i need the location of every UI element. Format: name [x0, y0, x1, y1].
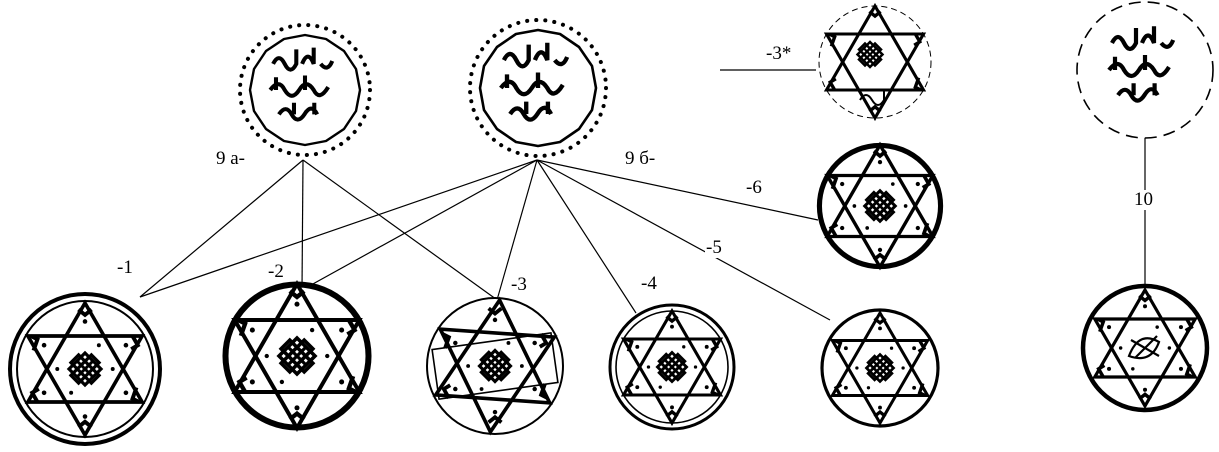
label-coin-10: 10 [1133, 190, 1154, 210]
label-seal-1: -1 [116, 258, 134, 278]
coin-9a [240, 25, 370, 155]
seal-5 [822, 310, 938, 426]
seal-1 [10, 294, 160, 444]
label-seal-2: -2 [267, 262, 285, 282]
coin-10 [1077, 2, 1213, 138]
label-seal-3-star: -3* [765, 44, 792, 64]
seal-3 [427, 296, 563, 436]
label-seal-3: -3 [510, 275, 528, 295]
seal-3-star [819, 6, 931, 118]
seal-4 [610, 305, 734, 429]
label-coin-9a: 9 а- [215, 149, 246, 169]
seal-6 [819, 145, 941, 267]
coin-9b [470, 20, 606, 156]
label-coin-9b: 9 б- [624, 149, 656, 169]
seal-2 [225, 284, 369, 428]
label-seal-5: -5 [705, 238, 723, 258]
label-seal-4: -4 [640, 274, 658, 294]
seal-10 [1083, 286, 1207, 410]
label-seal-6: -6 [745, 178, 763, 198]
